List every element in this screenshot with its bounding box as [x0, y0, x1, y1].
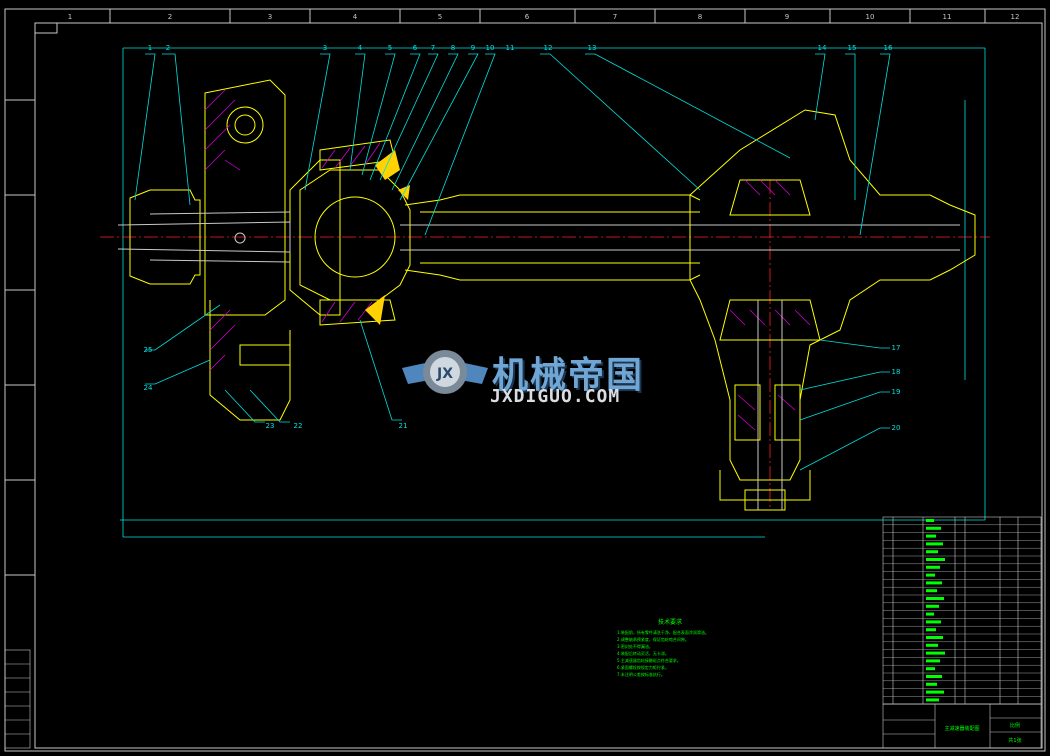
dimension-frame [120, 47, 986, 538]
balloon-numbers: 1 2 3 4 5 6 7 8 9 10 11 12 13 14 15 16 1… [144, 44, 901, 432]
axle-shaft [400, 224, 960, 251]
parts-list-cell-text-mark [926, 643, 938, 647]
scale-label: 比例 [1010, 722, 1020, 729]
left-shaft [117, 211, 291, 263]
notes-line-1: 1.装配前，所有零件清洗干净，配合表面涂润滑油。 [617, 629, 709, 635]
sheet-label: 共1张 [1008, 737, 1021, 744]
balloon-23: 23 [266, 422, 275, 430]
notes-line-3: 3.密封处不得漏油。 [617, 643, 653, 649]
zone-top-1: 1 [68, 13, 72, 21]
balloon-21: 21 [399, 422, 408, 430]
notes-line-6: 6.紧固螺栓按规定力矩拧紧。 [617, 664, 669, 670]
revision-block [4, 649, 31, 749]
notes-line-7: 7.未注明公差按标准执行。 [617, 671, 665, 677]
zone-top-6: 6 [525, 13, 530, 21]
balloon-19: 19 [892, 388, 901, 396]
notes-line-2: 2.调整轴承预紧度，保证齿轮啮合间隙。 [617, 636, 689, 642]
parts-list-cell-text-mark [926, 597, 944, 600]
parts-list-cell-text-mark [926, 526, 941, 530]
balloon-25: 25 [144, 346, 153, 354]
balloon-22: 22 [294, 422, 303, 430]
gear-wings-logo-icon: JX [402, 350, 488, 394]
parts-list-cell-text-mark [926, 620, 941, 624]
watermark-en: JXDIGUO.COM [490, 386, 621, 407]
balloon-8: 8 [451, 44, 455, 52]
zone-top-5: 5 [438, 13, 442, 21]
parts-list-cell-text-mark [926, 581, 942, 585]
parts-list-cell-text-mark [926, 604, 939, 608]
zone-top-8: 8 [698, 13, 702, 21]
zone-top-12: 12 [1011, 13, 1020, 21]
zone-labels-top: 1 2 3 4 5 6 7 8 9 10 11 12 [68, 13, 1020, 21]
site-watermark: JX 机械帝国 JXDIGUO.COM [400, 340, 680, 420]
parts-list-cell-text-mark [926, 651, 945, 655]
zone-top-9: 9 [785, 13, 789, 21]
axle-tube [404, 194, 701, 281]
parts-list-cell-text-mark [926, 690, 944, 694]
parts-list-cell-text-mark [926, 659, 940, 663]
balloon-11: 11 [506, 44, 515, 52]
zone-top-3: 3 [268, 13, 272, 21]
differential-hatch [321, 142, 381, 323]
parts-list-cell-text-mark [926, 550, 938, 554]
balloon-13: 13 [588, 44, 597, 52]
balloon-24: 24 [144, 384, 153, 392]
balloon-4: 4 [358, 44, 363, 52]
parts-list-rows [883, 524, 1041, 705]
parts-list-cell-text-mark [926, 636, 943, 639]
parts-list-cell-text-mark [926, 667, 935, 671]
balloon-2: 2 [166, 44, 170, 52]
balloon-14: 14 [818, 44, 827, 52]
parts-list-cell-text-mark [926, 519, 934, 522]
notes-line-5: 5.主减速器齿轮接触斑点符合要求。 [617, 657, 681, 663]
notes-line-4: 4.装配后转动灵活，无卡滞。 [617, 650, 669, 656]
zone-top-10: 10 [866, 13, 875, 21]
notes-title: 技术要求 [658, 618, 682, 626]
parts-list-cell-text-mark [926, 558, 945, 561]
sheet-code-box [34, 22, 58, 34]
zone-top-11: 11 [943, 13, 952, 21]
drawing-name: 主减速器装配图 [944, 725, 979, 732]
balloon-1: 1 [148, 44, 152, 52]
parts-list-cell-text-mark [926, 612, 934, 616]
parts-list-text [926, 519, 945, 702]
balloon-17: 17 [892, 344, 901, 352]
balloon-7: 7 [431, 44, 435, 52]
right-housing-hatch [729, 179, 811, 431]
parts-list-cell-text-mark [926, 589, 937, 593]
balloon-16: 16 [884, 44, 893, 52]
balloon-10: 10 [486, 44, 495, 52]
zone-top-7: 7 [613, 13, 617, 21]
parts-list-cell-text-mark [926, 542, 943, 546]
parts-list-cell-text-mark [926, 675, 942, 678]
watermark-cn: 机械帝国 [492, 355, 645, 396]
title-block [882, 703, 1042, 749]
parts-list-cell-text-mark [926, 698, 939, 702]
balloon-9: 9 [471, 44, 475, 52]
balloon-6: 6 [413, 44, 418, 52]
technical-notes: 技术要求 1.装配前，所有零件清洗干净，配合表面涂润滑油。 2.调整轴承预紧度，… [617, 618, 709, 677]
right-housing [689, 109, 976, 511]
balloon-18: 18 [892, 368, 901, 376]
parts-list-cell-text-mark [926, 534, 936, 538]
balloon-12: 12 [544, 44, 553, 52]
zone-top-4: 4 [353, 13, 358, 21]
parts-list-cell-text-mark [926, 628, 936, 632]
leader-lines [134, 53, 891, 471]
title-block-text: 主减速器装配图 比例 共1张 [944, 722, 1021, 744]
pinion-shaft [757, 300, 783, 510]
parts-list-cell-text-mark [926, 682, 937, 686]
left-hub-hatch [204, 89, 241, 371]
zone-ticks [5, 9, 986, 576]
zone-top-2: 2 [168, 13, 172, 21]
balloon-15: 15 [848, 44, 857, 52]
logo-badge-text: JX [436, 366, 453, 382]
parts-list-cell-text-mark [926, 565, 940, 569]
balloon-5: 5 [388, 44, 392, 52]
balloon-20: 20 [892, 424, 901, 432]
balloon-3: 3 [323, 44, 327, 52]
parts-list-cell-text-mark [926, 573, 935, 577]
